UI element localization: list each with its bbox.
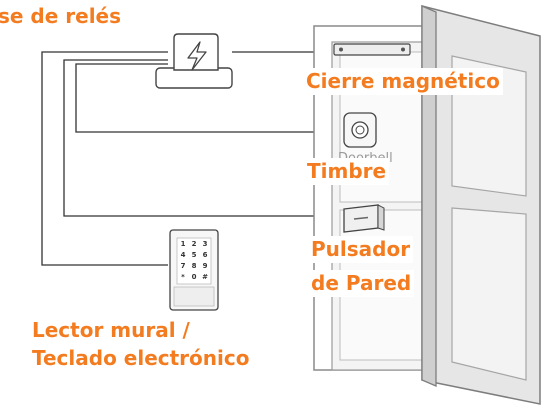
keypad-base — [173, 286, 215, 307]
door-leaf — [421, 5, 541, 405]
wall-button-text-mark — [353, 216, 369, 220]
keypad-key: 9 — [203, 262, 208, 270]
keypad-key: 5 — [192, 251, 197, 259]
doorbell-button-center — [355, 125, 365, 135]
reader-label-line1: Lector mural / — [32, 318, 190, 342]
keypad-key: 0 — [192, 273, 197, 281]
reader-label-line2: Teclado electrónico — [32, 346, 250, 370]
keypad-key: 2 — [192, 240, 197, 248]
keypad-key: 6 — [203, 251, 208, 259]
magnetic-lock-label: Cierre magnético — [303, 68, 503, 95]
keypad-key: # — [202, 273, 208, 281]
wire-doorbell — [75, 63, 342, 133]
lightning-bolt-icon — [187, 41, 207, 71]
door-leaf-panel-bottom — [451, 207, 527, 381]
wall-button-shade — [377, 204, 385, 231]
wall-button — [343, 204, 385, 233]
magnetic-lock-screw-left — [339, 47, 343, 52]
keypad-key: 4 — [181, 251, 186, 259]
keypad-key: 3 — [203, 240, 208, 248]
keypad-key: 7 — [181, 262, 186, 270]
round-doorbell-icon — [351, 121, 369, 139]
keypad-key: * — [181, 273, 185, 281]
doorbell-label: Timbre — [304, 158, 390, 185]
keypad-key: 8 — [192, 262, 197, 270]
wall-button-label-line1: Pulsador — [308, 236, 414, 263]
keypad-screen — [176, 237, 212, 285]
wall-button-label-line2: de Pared — [308, 270, 415, 297]
relay-base-foot — [155, 67, 233, 89]
relay-base-body — [173, 33, 219, 71]
door-leaf-edge — [421, 5, 437, 387]
keypad-key: 1 — [181, 240, 186, 248]
wire-wall-button — [63, 59, 342, 217]
magnetic-lock-bar — [333, 43, 411, 56]
relay-base-label: se de relés — [0, 4, 122, 28]
wire-outer-loop — [41, 51, 168, 266]
magnetic-lock-screw-right — [401, 47, 405, 52]
doorbell — [343, 112, 377, 148]
relay-base — [155, 33, 233, 89]
magnetic-lock — [333, 43, 411, 56]
